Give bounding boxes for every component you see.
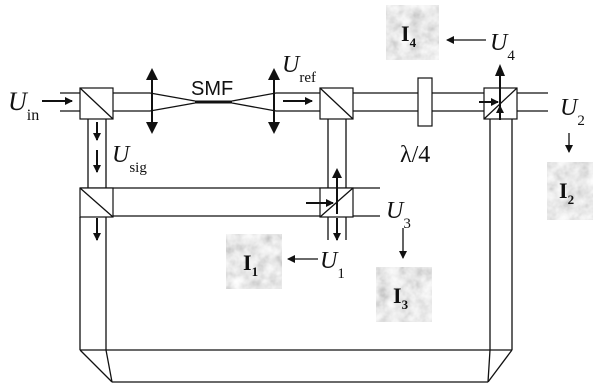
quarter-wave-plate [417, 77, 433, 127]
svg-text:I2: I2 [559, 178, 574, 207]
label-qwp: λ/4 [400, 142, 430, 168]
label-u4: U4 [490, 30, 515, 64]
label-u1: U1 [320, 248, 345, 282]
beam-splitter-4 [479, 64, 518, 120]
label-u3: U3 [386, 198, 411, 232]
speckle-image-i3: I3 [376, 267, 432, 322]
label-u-ref: Uref [282, 52, 316, 86]
label-u-in: Uin [8, 87, 39, 124]
speckle-image-i1: I1 [226, 234, 282, 289]
svg-text:I4: I4 [401, 21, 417, 50]
label-u-sig: Usig [112, 142, 147, 176]
label-u2: U2 [560, 95, 585, 129]
label-smf: SMF [191, 78, 233, 100]
lens-left [146, 68, 158, 134]
svg-text:I3: I3 [393, 283, 409, 312]
speckle-image-i4: I4 [386, 5, 439, 60]
beam-splitter-ref [319, 87, 354, 120]
signal-beam [87, 119, 107, 188]
ref-vertical-beam [327, 119, 347, 188]
beam-splitter-3 [79, 187, 114, 241]
lens-right [268, 68, 280, 134]
speckle-image-i2: I2 [547, 162, 593, 220]
svg-text:I1: I1 [243, 250, 258, 279]
return-loop [79, 119, 513, 383]
beam-splitter-1 [79, 87, 114, 120]
beam-splitter-combiner [306, 168, 354, 241]
